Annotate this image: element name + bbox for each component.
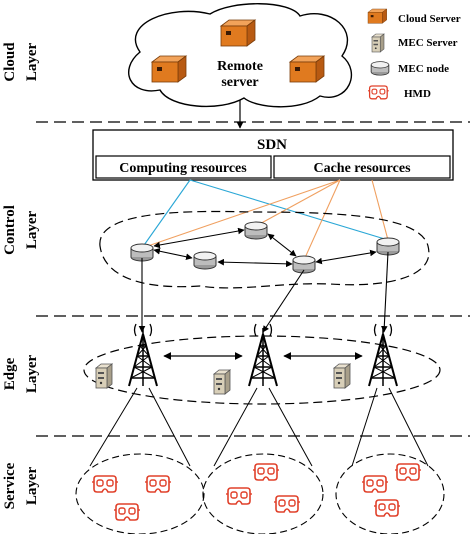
mec-node-icon	[193, 251, 217, 270]
legend-mec-node-label: MEC node	[398, 63, 449, 75]
svg-text:Edge: Edge	[2, 357, 18, 390]
legend-cloud-server-label: Cloud Server	[398, 13, 461, 25]
hmd-icon	[91, 475, 119, 493]
hmd-icon	[361, 475, 389, 493]
mec-server-icon	[333, 363, 351, 389]
legend-mec-node-icon	[370, 61, 390, 76]
base-station-tower-icon	[368, 323, 398, 387]
service-region-2	[202, 453, 324, 534]
mec-node-icon	[244, 221, 268, 240]
legend-hmd-icon	[367, 85, 390, 100]
service-region-1	[75, 453, 205, 534]
svg-text:Cloud: Cloud	[2, 42, 18, 82]
hmd-icon	[373, 499, 401, 517]
coverage-lines	[89, 387, 429, 467]
sdn-title: SDN	[257, 137, 287, 153]
mec-server-icon	[213, 369, 231, 395]
layer-label-edge: Edge Layer	[2, 355, 40, 394]
hmd-icon	[113, 503, 141, 521]
sdn-control-links	[141, 179, 389, 261]
edge-region	[83, 335, 441, 405]
legend: Cloud Server MEC Server MEC node HMD	[367, 8, 461, 100]
svg-text:Layer: Layer	[24, 43, 40, 82]
legend-hmd-label: HMD	[404, 88, 431, 100]
svg-text:Control: Control	[2, 205, 18, 255]
service-region-3	[335, 453, 445, 534]
svg-text:Layer: Layer	[24, 355, 40, 394]
cache-resources-label: Cache resources	[313, 161, 411, 176]
control-region	[99, 210, 430, 289]
base-station-tower-icon	[128, 323, 158, 387]
cloud-shape	[128, 3, 353, 108]
cloud-server-icon	[220, 19, 256, 47]
layer-label-control: Control Layer	[2, 205, 40, 255]
hmd-icon	[394, 463, 422, 481]
svg-text:Service: Service	[2, 462, 18, 509]
svg-text:Layer: Layer	[24, 211, 40, 250]
node-links	[153, 227, 377, 268]
cloud-server-icon	[151, 55, 187, 83]
svg-text:Layer: Layer	[24, 467, 40, 506]
base-station-tower-icon	[248, 323, 278, 387]
legend-cloud-server-icon	[367, 8, 387, 24]
cloud-server-icon	[289, 55, 325, 83]
node-to-tower-links	[138, 251, 389, 333]
hmd-icon	[252, 463, 280, 481]
layer-label-cloud: Cloud Layer	[2, 42, 40, 82]
cache-resources-box	[273, 155, 451, 179]
hmd-icon	[144, 475, 172, 493]
legend-mec-server-label: MEC Server	[398, 37, 458, 49]
legend-mec-server-icon	[371, 33, 385, 53]
hmd-icon	[225, 487, 253, 505]
computing-resources-box	[95, 155, 272, 179]
remote-server-label-line2: server	[221, 75, 258, 90]
computing-resources-label: Computing resources	[119, 161, 247, 176]
mec-server-icon	[95, 363, 113, 389]
remote-server-label-line1: Remote	[217, 59, 263, 74]
hmd-icon	[273, 495, 301, 513]
layer-label-service: Service Layer	[2, 462, 40, 509]
